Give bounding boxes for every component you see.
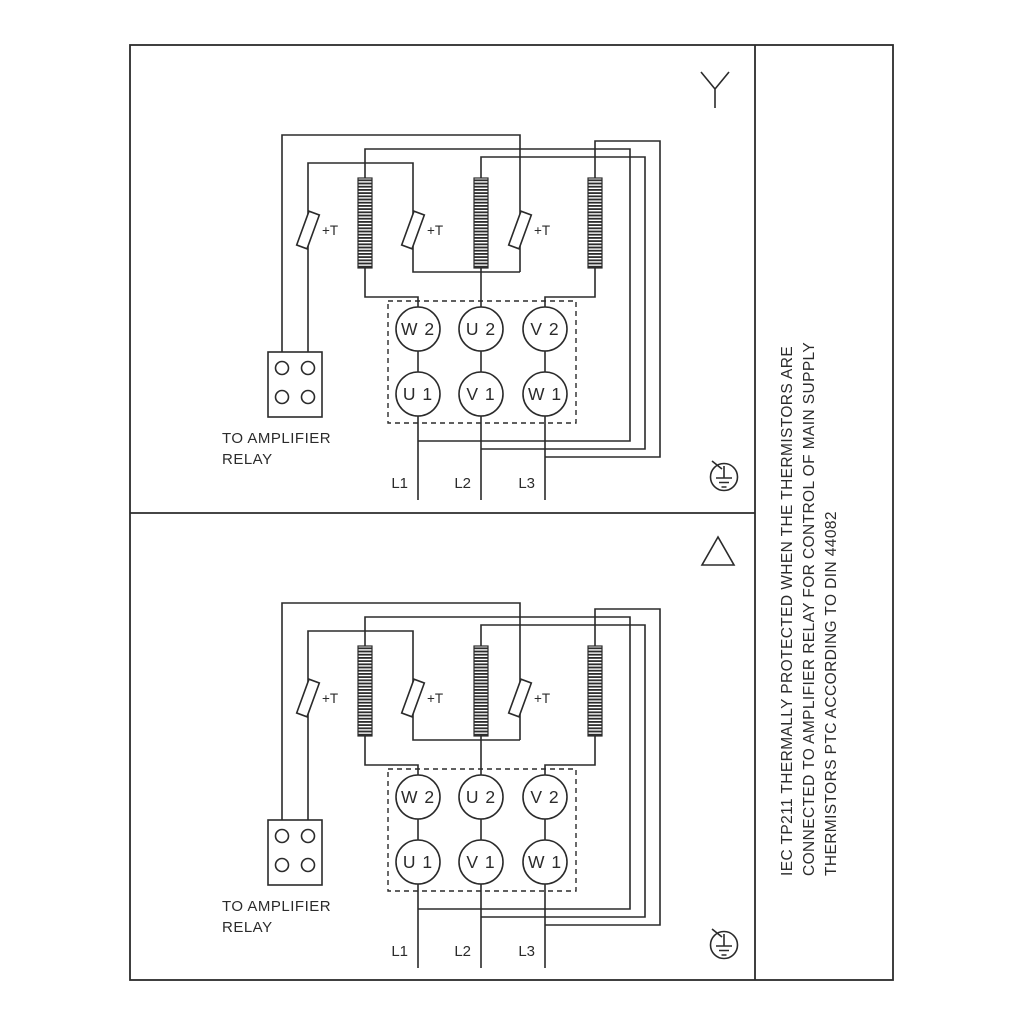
relay-caption-line1: TO AMPLIFIER — [222, 430, 331, 447]
terminal-u2: U 2 — [458, 774, 504, 820]
amplifier-relay-connector — [267, 351, 323, 418]
thermistor-label: +T — [427, 691, 443, 706]
winding-3 — [587, 645, 603, 737]
supply-label-l1: L1 — [391, 943, 408, 960]
terminal-v1: V 1 — [458, 371, 504, 417]
terminal-u1: U 1 — [395, 371, 441, 417]
winding-2 — [473, 645, 489, 737]
relay-caption-line2: RELAY — [222, 451, 273, 468]
supply-label-l2: L2 — [454, 943, 471, 960]
thermistor-label: +T — [322, 223, 338, 238]
thermistor-icon — [295, 678, 321, 718]
delta-connection-icon — [700, 535, 736, 566]
thermistor-3: +T — [507, 678, 550, 718]
thermistor-icon — [507, 210, 533, 250]
terminal-label: U 2 — [466, 319, 496, 339]
terminal-link-wires — [417, 819, 546, 840]
winding-1 — [357, 645, 373, 737]
thermistor-1: +T — [295, 678, 338, 718]
terminal-v2: V 2 — [522, 306, 568, 352]
supply-label-l3: L3 — [518, 475, 535, 492]
winding3-terminal-wire — [544, 736, 596, 775]
sidebar-note-line3: THERMISTORS PTC ACCORDING TO DIN 44082 — [823, 511, 840, 876]
winding-2 — [473, 177, 489, 269]
terminal-label: U 2 — [466, 787, 496, 807]
winding1-loop-wire — [364, 148, 631, 442]
panel-delta: +T +T +T W 2 U 2 V 2 U 1 V 1 — [222, 535, 739, 968]
winding1-loop-wire — [364, 616, 631, 910]
terminal-u2: U 2 — [458, 306, 504, 352]
terminal-label: U 1 — [403, 852, 433, 872]
sidebar-note: IEC TP211 THERMALLY PROTECTED WHEN THE T… — [779, 342, 840, 876]
winding1-terminal-wire — [364, 268, 419, 307]
winding3-terminal-wire — [544, 268, 596, 307]
supply-drop-wires — [417, 884, 546, 968]
winding1-terminal-wire — [364, 736, 419, 775]
panel-star: +T +T +T W 2 U 2 V 2 U 1 V 1 — [222, 71, 739, 500]
terminal-board — [387, 300, 577, 424]
terminal-v1: V 1 — [458, 839, 504, 885]
relay-caption-line1: TO AMPLIFIER — [222, 898, 331, 915]
terminal-label: W 1 — [528, 852, 562, 872]
thermistor-icon — [400, 210, 426, 250]
ground-icon — [709, 928, 739, 960]
thermistor-label: +T — [534, 691, 550, 706]
sidebar-note-line1: IEC TP211 THERMALLY PROTECTED WHEN THE T… — [779, 346, 796, 876]
winding3-loop-wire — [545, 608, 661, 926]
relay-caption-line2: RELAY — [222, 919, 273, 936]
thermistor-2: +T — [400, 678, 443, 718]
winding3-loop-wire — [545, 140, 661, 458]
terminal-label: U 1 — [403, 384, 433, 404]
thermistor-label: +T — [322, 691, 338, 706]
winding-1 — [357, 177, 373, 269]
terminal-u1: U 1 — [395, 839, 441, 885]
thermistor-bus-wire — [281, 602, 521, 820]
terminal-label: V 2 — [530, 787, 559, 807]
supply-label-l1: L1 — [391, 475, 408, 492]
supply-drop-wires — [417, 416, 546, 500]
supply-label-l2: L2 — [454, 475, 471, 492]
thermistor-bus-wire — [281, 134, 521, 352]
thermistor-1: +T — [295, 210, 338, 250]
thermistor-icon — [295, 210, 321, 250]
supply-label-l3: L3 — [518, 943, 535, 960]
terminal-label: W 1 — [528, 384, 562, 404]
star-connection-icon — [700, 71, 730, 108]
ground-icon — [709, 460, 739, 492]
thermistor-icon — [400, 678, 426, 718]
amplifier-relay-connector — [267, 819, 323, 886]
terminal-board — [387, 768, 577, 892]
winding2-loop-wire — [480, 156, 646, 450]
thermistor-3: +T — [507, 210, 550, 250]
terminal-label: V 1 — [466, 852, 495, 872]
thermistor-label: +T — [534, 223, 550, 238]
terminal-w2: W 2 — [395, 774, 441, 820]
terminal-link-wires — [417, 351, 546, 372]
winding2-loop-wire — [480, 624, 646, 918]
sidebar-note-line2: CONNECTED TO AMPLIFIER RELAY FOR CONTROL… — [801, 342, 818, 876]
terminal-label: V 2 — [530, 319, 559, 339]
thermistor-label: +T — [427, 223, 443, 238]
winding-3 — [587, 177, 603, 269]
thermistor-2: +T — [400, 210, 443, 250]
terminal-label: W 2 — [401, 319, 435, 339]
terminal-v2: V 2 — [522, 774, 568, 820]
terminal-w1: W 1 — [522, 371, 568, 417]
thermistor-icon — [507, 678, 533, 718]
terminal-label: V 1 — [466, 384, 495, 404]
terminal-w2: W 2 — [395, 306, 441, 352]
terminal-w1: W 1 — [522, 839, 568, 885]
terminal-label: W 2 — [401, 787, 435, 807]
